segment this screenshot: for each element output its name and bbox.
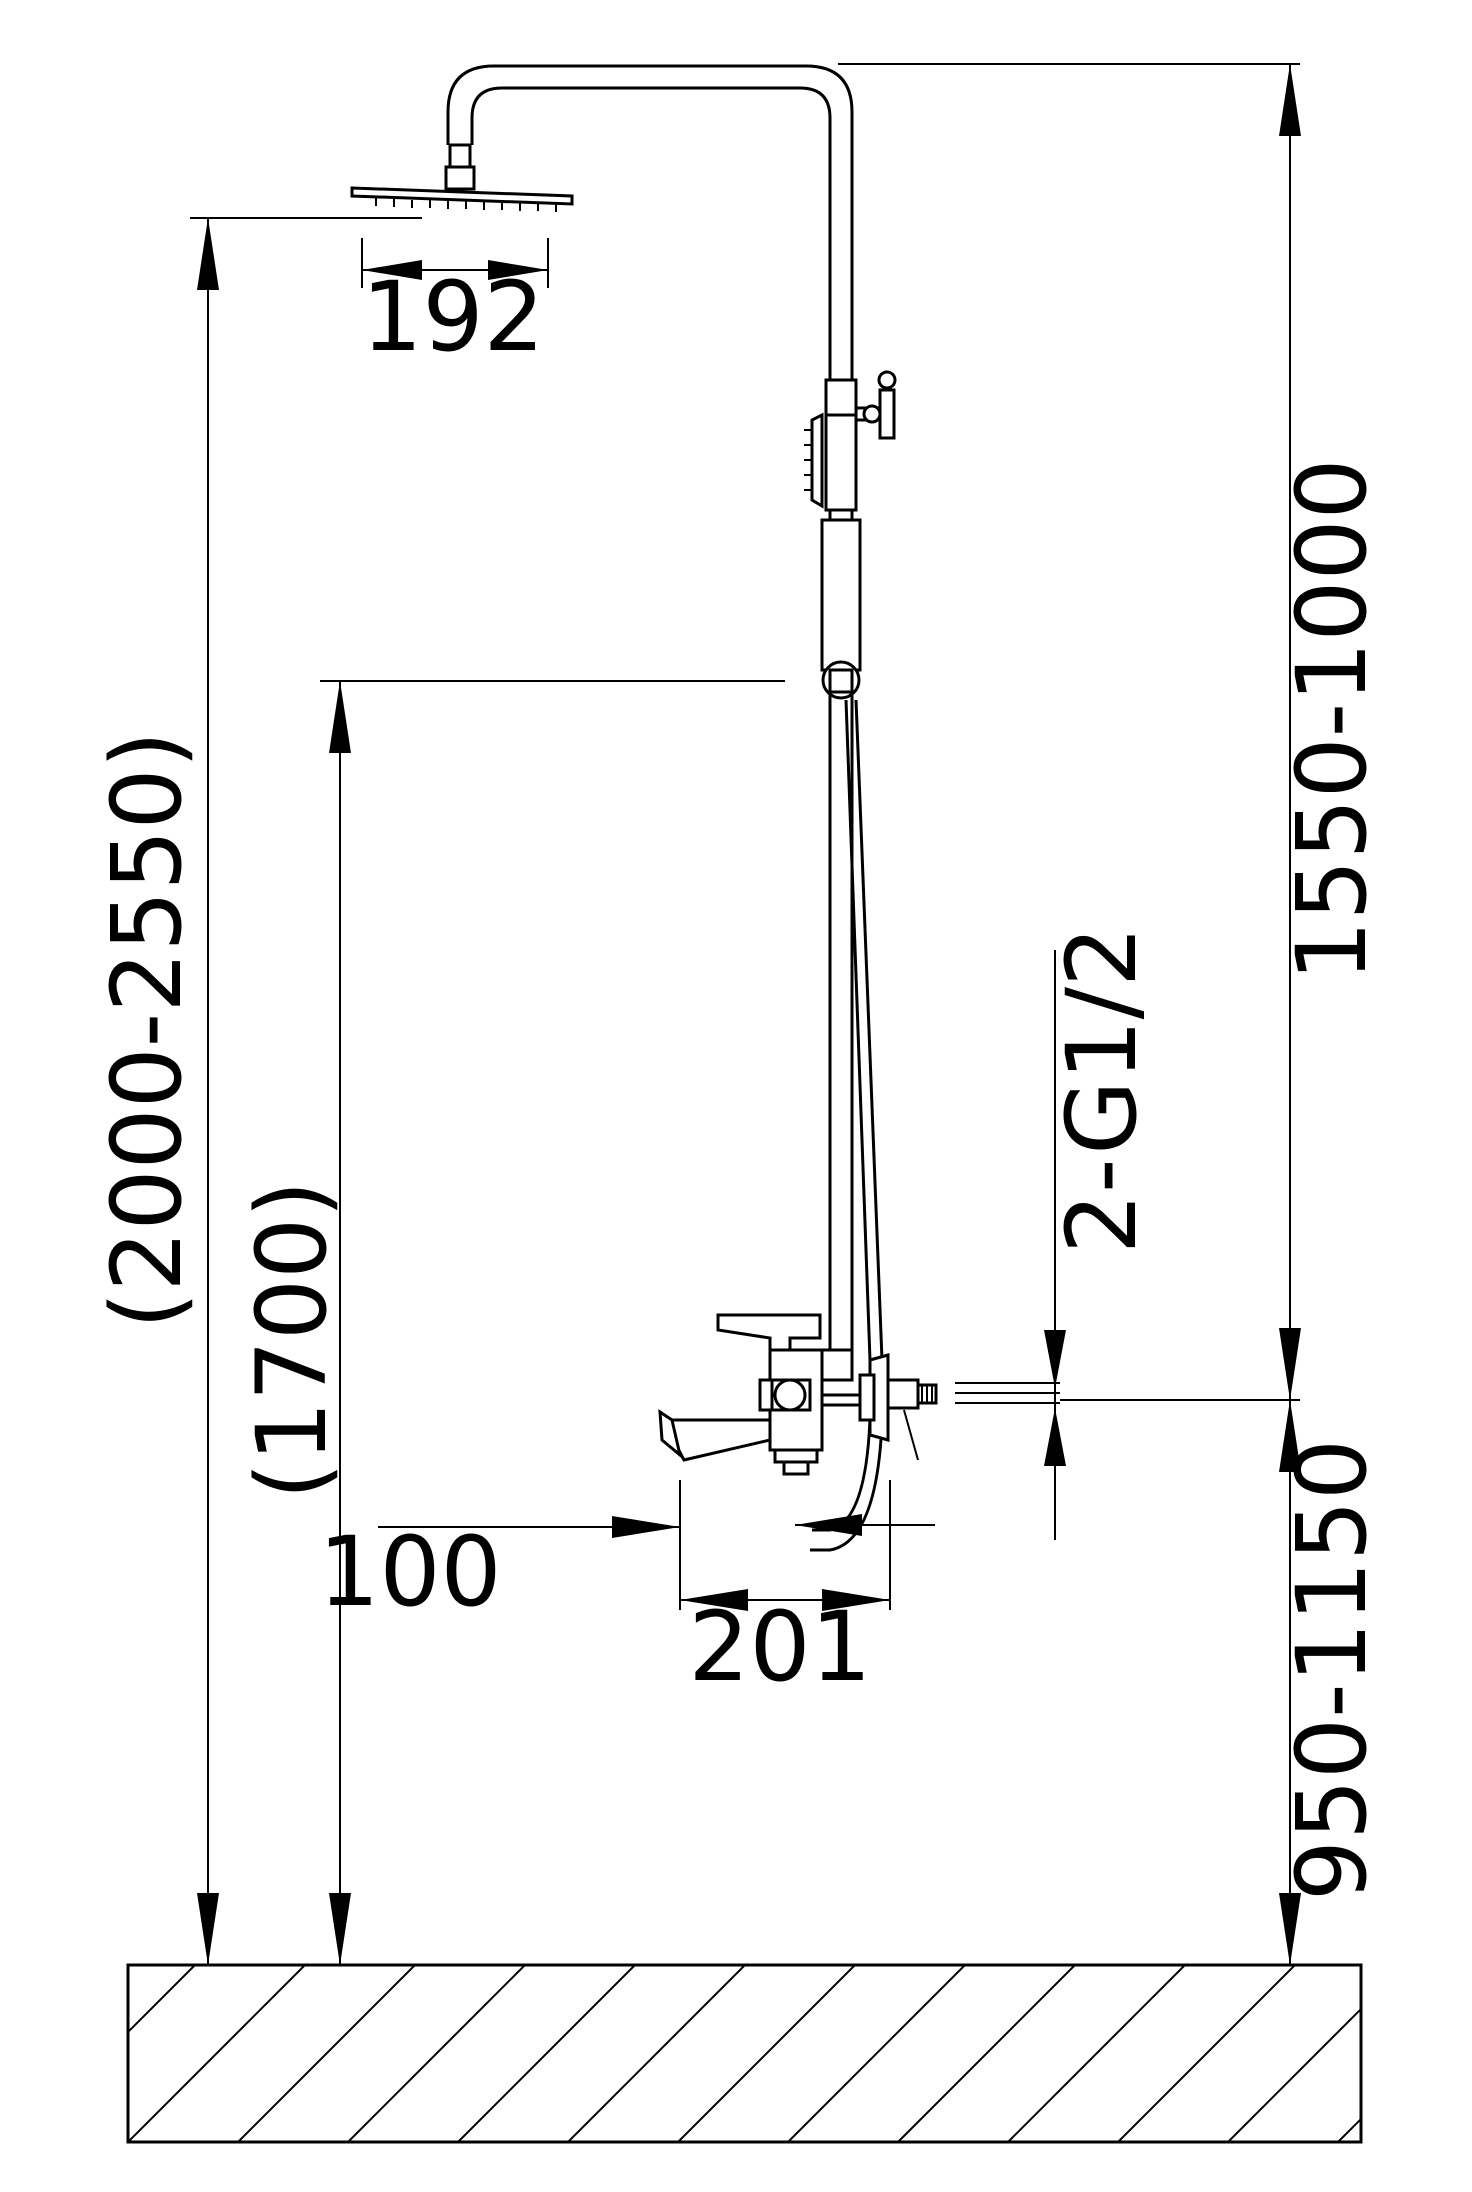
shower-head-nozzles xyxy=(375,198,557,212)
dim-inlet-thread-label: 2-G1/2 xyxy=(1046,926,1158,1254)
mixer-body xyxy=(758,1348,860,1476)
dim-mixer-height: 950-1150 xyxy=(1060,1399,1388,1965)
dim-total-height: (2000-2550) xyxy=(91,217,422,1965)
slide-bar xyxy=(820,510,862,1360)
dim-mixer-width-label: 201 xyxy=(688,1591,871,1703)
dim-head-width: 192 xyxy=(361,238,549,373)
dim-total-height-label: (2000-2550) xyxy=(91,731,203,1329)
wall-escutcheon xyxy=(858,1353,890,1442)
dim-mixer-height-label: 950-1150 xyxy=(1276,1439,1388,1901)
dim-wall-offset: 100 xyxy=(318,1480,681,1628)
dim-riser-range: 1550-1000 xyxy=(838,63,1388,1400)
dim-wall-offset-label: 100 xyxy=(318,1516,501,1628)
mixer-lever xyxy=(716,1313,822,1352)
dim-mixer-width: 201 xyxy=(680,1480,935,1703)
diverter-knob xyxy=(856,370,897,440)
dim-riser-range-label: 1550-1000 xyxy=(1276,458,1388,981)
floor-hatching xyxy=(128,1965,1361,2142)
wall-connector xyxy=(886,1378,938,1461)
dim-inlet-thread: 2-G1/2 xyxy=(1044,926,1158,1540)
shower-arm xyxy=(444,64,854,380)
rain-shower-head xyxy=(350,186,574,212)
bath-spout xyxy=(658,1409,772,1462)
wall-inlet-pipe xyxy=(955,1382,1060,1404)
hand-shower-holder xyxy=(821,660,861,700)
floor-section xyxy=(126,1963,1363,2144)
dim-head-width-label: 192 xyxy=(361,261,544,373)
dim-holder-height: (1700) xyxy=(236,680,785,1965)
diverter-body xyxy=(804,378,858,512)
dim-holder-height-label: (1700) xyxy=(236,1180,348,1499)
